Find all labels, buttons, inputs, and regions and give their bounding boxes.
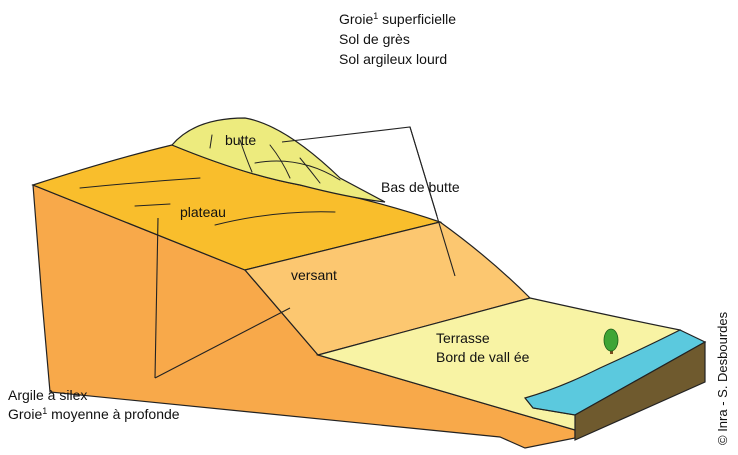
- photo-credit: © Inra - S. Desbourdes: [715, 312, 730, 445]
- top-label-rest: superficielle: [378, 11, 456, 27]
- bottom-label-rest: moyenne à profonde: [47, 406, 179, 422]
- zone-label-bas-de-butte: Bas de butte: [381, 178, 460, 196]
- zone-label-terrasse: Terrasse: [436, 329, 490, 347]
- bottom-label-groie-moyenne: Groie1 moyenne à profonde: [8, 405, 180, 423]
- top-label-word: Groie: [339, 11, 373, 27]
- tree-icon: [604, 329, 618, 351]
- zone-label-versant: versant: [291, 266, 337, 284]
- bottom-label-argile-silex: Argile à silex: [8, 386, 87, 404]
- top-label-sol-argileux: Sol argileux lourd: [339, 50, 447, 68]
- zone-label-plateau: plateau: [180, 203, 226, 221]
- zone-label-bord-de-vallee: Bord de vall ée: [436, 348, 529, 366]
- zone-label-butte: butte: [225, 131, 256, 149]
- top-label-sol-de-gres: Sol de grès: [339, 30, 410, 48]
- bottom-label-word: Groie: [8, 406, 42, 422]
- top-label-groie-superficielle: Groie1 superficielle: [339, 10, 456, 28]
